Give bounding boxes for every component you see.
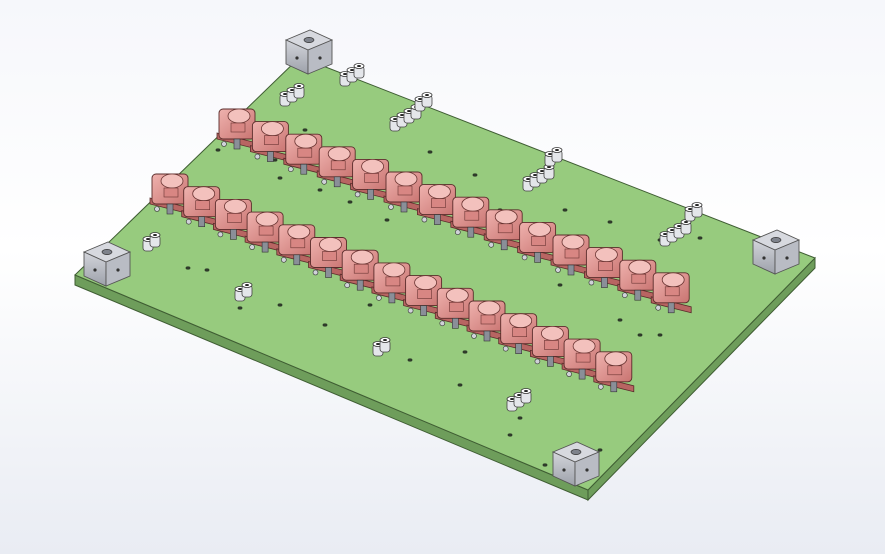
standoff-block-icon	[82, 241, 132, 287]
valve-body	[316, 146, 358, 188]
corner-blocks	[82, 29, 801, 487]
valve-body	[383, 171, 425, 213]
mounting-hole	[697, 236, 703, 240]
mounting-holes	[185, 128, 703, 467]
valve-body	[584, 247, 625, 289]
mounting-hole	[427, 150, 433, 154]
mounting-hole	[517, 416, 523, 420]
valve-body	[403, 275, 445, 317]
mounting-hole	[557, 283, 563, 287]
valve-array	[149, 108, 692, 393]
mounting-hole	[277, 303, 283, 307]
pneumatic-fitting-icon	[142, 232, 161, 252]
mounting-hole	[617, 318, 623, 322]
mounting-hole	[462, 350, 468, 354]
pneumatic-fitting-icon	[234, 282, 253, 302]
pneumatic-fitting-icon	[414, 92, 433, 112]
mounting-hole	[322, 323, 328, 327]
valve-body	[216, 108, 258, 150]
valve-body	[416, 184, 458, 226]
mounting-hole	[347, 200, 353, 204]
valve-body	[283, 133, 325, 175]
mounting-hole	[607, 220, 613, 224]
mounting-hole	[215, 148, 221, 152]
mounting-hole	[277, 176, 283, 180]
valve-body	[308, 237, 349, 279]
mounting-hole	[507, 433, 513, 437]
mounting-hole	[457, 383, 463, 387]
mounting-hole	[657, 333, 663, 337]
mounting-hole	[562, 208, 568, 212]
mounting-hole	[637, 333, 643, 337]
mounting-hole	[185, 266, 191, 270]
base-plate[interactable]	[74, 56, 816, 502]
mounting-hole	[204, 268, 210, 272]
valve-body	[350, 158, 392, 200]
valve-body	[181, 186, 223, 228]
standoff-block-icon	[284, 29, 334, 75]
pneumatic-fittings	[142, 63, 703, 412]
mounting-hole	[302, 128, 308, 132]
mounting-hole	[237, 306, 243, 310]
pneumatic-fitting-icon	[372, 337, 391, 357]
mounting-hole	[384, 218, 390, 222]
valve-body	[561, 338, 603, 380]
valve-body	[371, 262, 413, 304]
pneumatic-fitting-icon	[279, 83, 305, 107]
mounting-hole	[272, 158, 278, 162]
mounting-hole	[407, 358, 413, 362]
pneumatic-fitting-icon	[339, 63, 365, 87]
mounting-hole	[597, 448, 603, 452]
base-plate-top[interactable]	[74, 56, 816, 491]
valve-body	[517, 221, 558, 263]
mounting-hole	[367, 303, 373, 307]
valve-body	[650, 272, 692, 314]
mounting-hole	[472, 173, 478, 177]
valve-body	[550, 234, 592, 276]
valve-body	[617, 259, 659, 301]
valve-body	[249, 121, 291, 163]
valve-body	[593, 351, 635, 393]
valve-body	[498, 313, 540, 355]
pneumatic-fitting-icon	[506, 388, 532, 412]
valve-body	[339, 249, 381, 291]
mounting-hole	[542, 463, 548, 467]
valve-body	[276, 224, 318, 266]
pneumatic-fitting-icon	[544, 147, 563, 167]
pneumatic-fitting-icon	[684, 202, 703, 222]
standoff-block-icon	[751, 229, 801, 275]
valve-body	[149, 173, 191, 215]
valve-body	[450, 196, 492, 238]
standoff-block-icon	[551, 441, 601, 487]
valve-body	[483, 209, 525, 251]
valve-body	[434, 287, 476, 329]
mounting-hole	[317, 188, 323, 192]
valve-body	[466, 300, 508, 342]
